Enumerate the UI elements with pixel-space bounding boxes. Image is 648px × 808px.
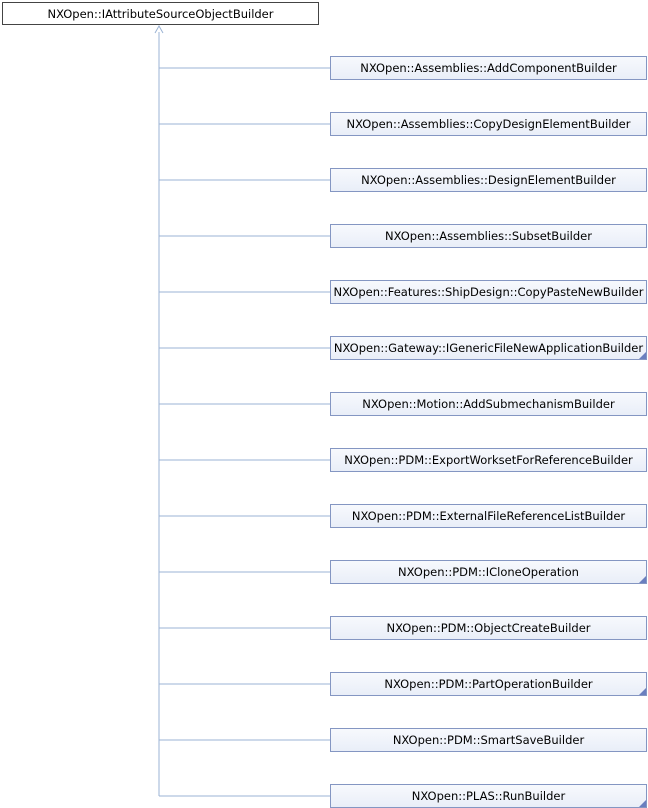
derived-class-node[interactable]: NXOpen::PDM::PartOperationBuilder <box>330 672 647 696</box>
derived-class-label: NXOpen::Assemblies::SubsetBuilder <box>385 229 592 243</box>
derived-class-label: NXOpen::Gateway::IGenericFileNewApplicat… <box>333 341 644 355</box>
derived-class-label: NXOpen::Assemblies::DesignElementBuilder <box>361 173 616 187</box>
derived-class-label: NXOpen::PDM::PartOperationBuilder <box>384 677 593 691</box>
derived-class-label: NXOpen::PDM::ObjectCreateBuilder <box>386 621 591 635</box>
derived-class-node[interactable]: NXOpen::PDM::ExportWorksetForReferenceBu… <box>330 448 647 472</box>
derived-class-label: NXOpen::Assemblies::AddComponentBuilder <box>360 61 617 75</box>
derived-class-label: NXOpen::PDM::ICloneOperation <box>398 565 579 579</box>
inheritance-arrow-icon <box>154 24 164 34</box>
derived-class-node[interactable]: NXOpen::PDM::ExternalFileReferenceListBu… <box>330 504 647 528</box>
derived-class-label: NXOpen::Motion::AddSubmechanismBuilder <box>362 397 615 411</box>
derived-class-node[interactable]: NXOpen::Gateway::IGenericFileNewApplicat… <box>330 336 647 360</box>
derived-class-label: NXOpen::PDM::ExportWorksetForReferenceBu… <box>344 453 633 467</box>
derived-class-node[interactable]: NXOpen::PLAS::RunBuilder <box>330 784 647 808</box>
derived-class-label: NXOpen::Features::ShipDesign::CopyPasteN… <box>333 285 644 299</box>
base-class-node[interactable]: NXOpen::IAttributeSourceObjectBuilder <box>2 2 319 25</box>
derived-class-label: NXOpen::Assemblies::CopyDesignElementBui… <box>346 117 631 131</box>
derived-class-label: NXOpen::PDM::SmartSaveBuilder <box>392 733 585 747</box>
derived-class-node[interactable]: NXOpen::Assemblies::SubsetBuilder <box>330 224 647 248</box>
derived-class-node[interactable]: NXOpen::Assemblies::AddComponentBuilder <box>330 56 647 80</box>
derived-class-node[interactable]: NXOpen::Assemblies::DesignElementBuilder <box>330 168 647 192</box>
derived-class-node[interactable]: NXOpen::Motion::AddSubmechanismBuilder <box>330 392 647 416</box>
derived-class-node[interactable]: NXOpen::PDM::ICloneOperation <box>330 560 647 584</box>
derived-class-node[interactable]: NXOpen::PDM::ObjectCreateBuilder <box>330 616 647 640</box>
base-class-label: NXOpen::IAttributeSourceObjectBuilder <box>47 6 274 21</box>
derived-class-node[interactable]: NXOpen::Assemblies::CopyDesignElementBui… <box>330 112 647 136</box>
derived-class-node[interactable]: NXOpen::Features::ShipDesign::CopyPasteN… <box>330 280 647 304</box>
derived-class-node[interactable]: NXOpen::PDM::SmartSaveBuilder <box>330 728 647 752</box>
derived-class-label: NXOpen::PLAS::RunBuilder <box>411 789 566 803</box>
derived-class-label: NXOpen::PDM::ExternalFileReferenceListBu… <box>351 509 626 523</box>
